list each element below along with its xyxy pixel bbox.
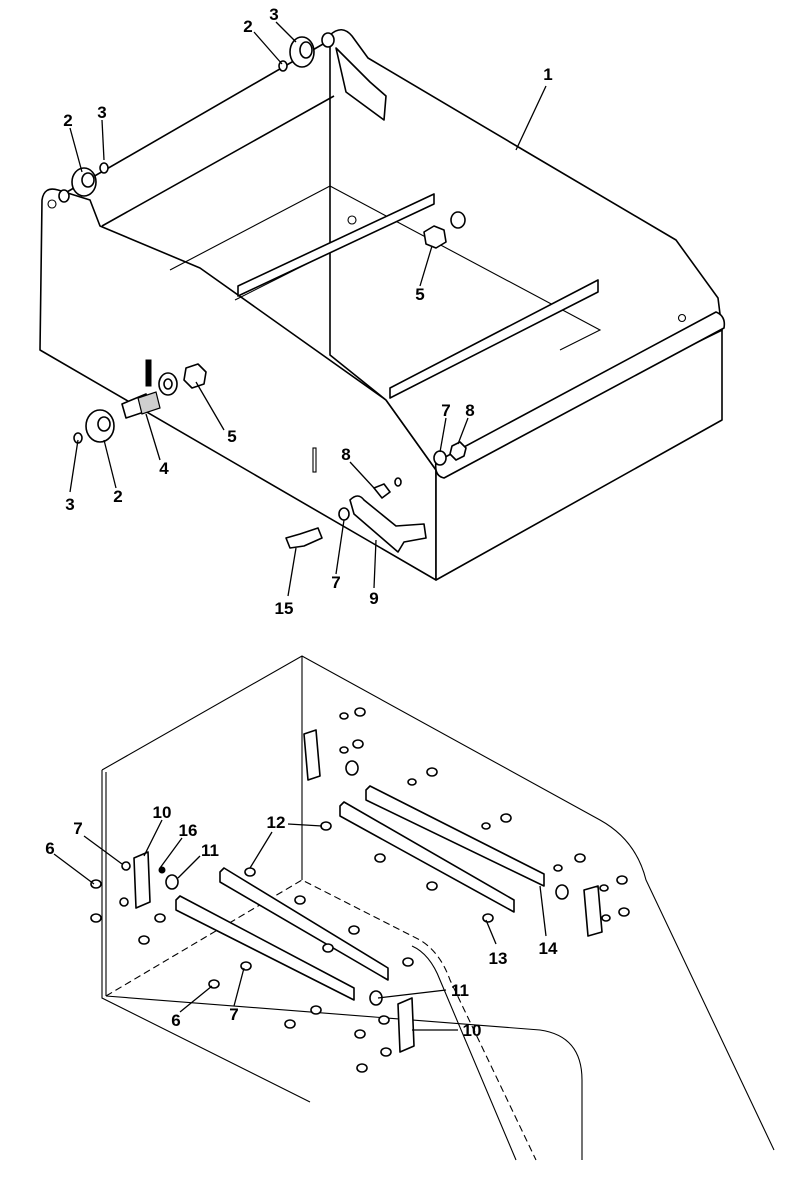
callout-2: 2 — [113, 487, 122, 506]
rails — [175, 785, 545, 1001]
callout-labels: 1 2 3 2 3 5 5 4 3 2 7 8 8 15 7 9 10 7 16… — [45, 5, 558, 1040]
callout-12: 12 — [267, 813, 286, 832]
callout-16: 16 — [179, 821, 198, 840]
roller-top-right — [278, 32, 335, 72]
callout-9: 9 — [369, 589, 378, 608]
callout-6: 6 — [171, 1011, 180, 1030]
nut-upper — [423, 211, 466, 249]
callout-7: 7 — [229, 1005, 238, 1024]
callout-14: 14 — [539, 939, 558, 958]
roller-top-left — [58, 162, 109, 203]
shaft-assembly — [121, 363, 207, 419]
callout-11: 11 — [451, 981, 469, 1000]
callout-3: 3 — [65, 495, 74, 514]
callout-2: 2 — [243, 17, 252, 36]
roller-lower-left — [73, 409, 115, 444]
brackets — [133, 729, 603, 1053]
callout-13: 13 — [489, 949, 508, 968]
leader-lines-lower — [53, 819, 547, 1031]
callout-1: 1 — [543, 65, 552, 84]
callout-10: 10 — [463, 1021, 482, 1040]
callout-7: 7 — [441, 401, 450, 420]
callout-6: 6 — [45, 839, 54, 858]
callout-3: 3 — [269, 5, 278, 24]
leader-lines-upper — [69, 21, 547, 597]
callout-2: 2 — [63, 111, 72, 130]
callout-11: 11 — [201, 841, 219, 860]
housing-outline — [101, 655, 775, 1161]
callout-7: 7 — [73, 819, 82, 838]
callout-7: 7 — [331, 573, 340, 592]
callout-10: 10 — [153, 803, 172, 822]
callout-15: 15 — [275, 599, 294, 618]
front-nuts — [433, 441, 467, 466]
callout-8: 8 — [465, 401, 474, 420]
callout-8: 8 — [341, 445, 350, 464]
callout-5: 5 — [415, 285, 424, 304]
callout-5: 5 — [227, 427, 236, 446]
callout-3: 3 — [97, 103, 106, 122]
callout-4: 4 — [159, 459, 169, 478]
